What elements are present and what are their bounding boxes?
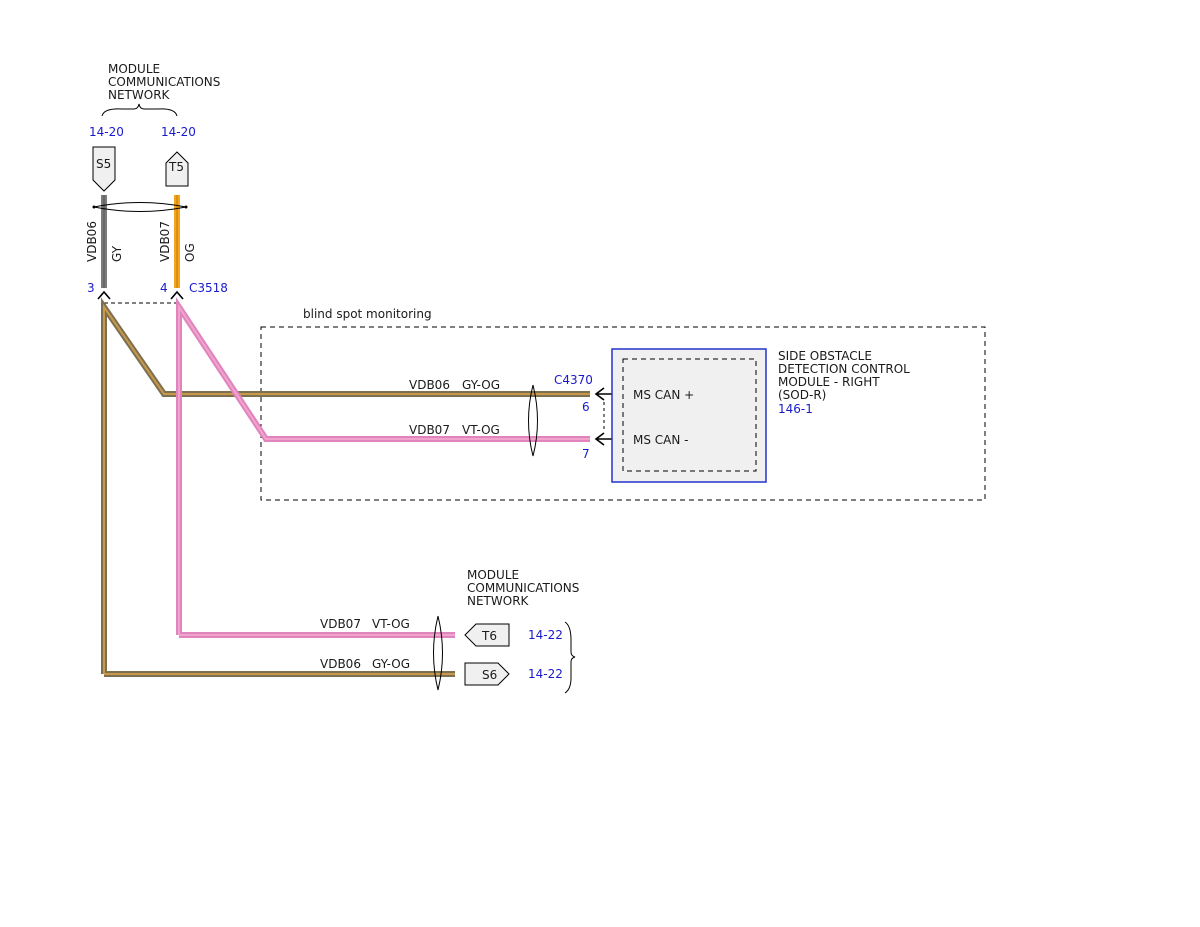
bottom-wire-t6-color: VT-OG [372, 617, 410, 631]
module-pin-ms-can-plus: MS CAN + [633, 388, 694, 402]
pin-4-terminal[interactable] [170, 290, 184, 300]
module-name-line-1: SIDE OBSTACLE [778, 349, 872, 363]
module-name-line-4: (SOD-R) [778, 388, 826, 402]
bottom-network-label-line-2: COMMUNICATIONS [467, 581, 579, 595]
t6-ref: 14-22 [528, 628, 563, 642]
module-sod-r[interactable] [611, 348, 767, 483]
twisted-pair-bsm [528, 384, 538, 457]
t6-label: T6 [481, 629, 497, 643]
s6-label: S6 [482, 668, 497, 682]
top-network-label-line-1: MODULE [108, 62, 160, 76]
t5-ref: 14-20 [161, 125, 196, 139]
blind-spot-label: blind spot monitoring [303, 307, 432, 321]
pin-3-terminal[interactable] [97, 290, 111, 300]
connector-c3518-label: C3518 [189, 281, 228, 295]
bsm-wire2-circuit: VDB07 [409, 423, 450, 437]
bsm-wire1-color: GY-OG [462, 378, 500, 392]
twist-end-right [184, 205, 188, 209]
wire-vdb06-color-label: GY [110, 245, 124, 262]
s5-ref: 14-20 [89, 125, 124, 139]
t5-label: T5 [168, 160, 184, 174]
bottom-network-brace [564, 621, 576, 694]
bottom-wire-s6-color: GY-OG [372, 657, 410, 671]
t6-connector[interactable] [464, 623, 510, 647]
pin-4-label: 4 [160, 281, 168, 295]
connector-c4370-label: C4370 [554, 373, 593, 387]
s5-label: S5 [96, 157, 111, 171]
top-network-brace [101, 103, 178, 117]
s6-connector[interactable] [464, 662, 510, 686]
t5-connector[interactable] [165, 151, 189, 187]
bottom-wire-s6-circuit: VDB06 [320, 657, 361, 671]
module-ref: 146-1 [778, 402, 813, 416]
bsm-wire1-circuit: VDB06 [409, 378, 450, 392]
bottom-network-label-line-1: MODULE [467, 568, 519, 582]
module-name-line-3: MODULE - RIGHT [778, 375, 880, 389]
wire-vdb06-circuit-label: VDB06 [85, 221, 99, 262]
top-network-label-line-2: COMMUNICATIONS [108, 75, 220, 89]
bottom-network-label-line-3: NETWORK [467, 594, 530, 608]
wire-vdb07-color-label: OG [183, 243, 197, 262]
module-name-line-2: DETECTION CONTROL [778, 362, 910, 376]
wire-vdb07-vt-og-stripe [178, 303, 590, 636]
top-network-label-line-3: NETWORK [108, 88, 171, 102]
module-pin-ms-can-minus: MS CAN - [633, 433, 689, 447]
twisted-pair-top [93, 202, 187, 212]
bsm-wire2-color: VT-OG [462, 423, 500, 437]
module-inner-outline [622, 358, 757, 472]
pin-7-label: 7 [582, 447, 590, 461]
s5-connector[interactable] [92, 146, 116, 192]
bottom-wire-t6-circuit: VDB07 [320, 617, 361, 631]
pin-6-label: 6 [582, 400, 590, 414]
pin-3-label: 3 [87, 281, 95, 295]
wire-vdb07-circuit-label: VDB07 [158, 221, 172, 262]
wire-vdb06-gy-og-stripe [103, 303, 590, 675]
blind-spot-region [260, 326, 986, 501]
top-network-label: MODULE COMMUNICATIONS NETWORK [108, 62, 220, 102]
s6-ref: 14-22 [528, 667, 563, 681]
twist-end-left [92, 205, 96, 209]
twisted-pair-bottom [433, 615, 443, 691]
